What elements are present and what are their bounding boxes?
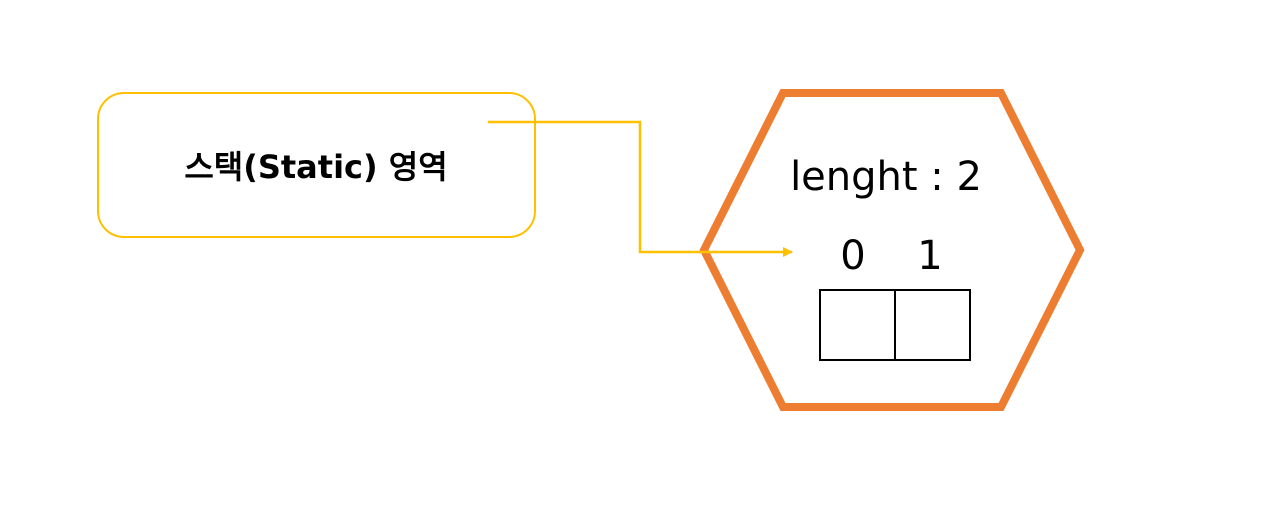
array-index-label: 0 xyxy=(840,233,865,279)
array-length-label: lenght : 2 xyxy=(790,154,982,200)
stack-area-label: 스택(Static) 영역 xyxy=(184,148,447,186)
array-index-label: 1 xyxy=(917,233,942,279)
heap-object-hexagon xyxy=(699,89,1085,411)
array-cell xyxy=(894,289,971,361)
array-cell xyxy=(819,289,896,361)
reference-arrow xyxy=(488,120,793,257)
stack-area-box xyxy=(97,92,536,238)
